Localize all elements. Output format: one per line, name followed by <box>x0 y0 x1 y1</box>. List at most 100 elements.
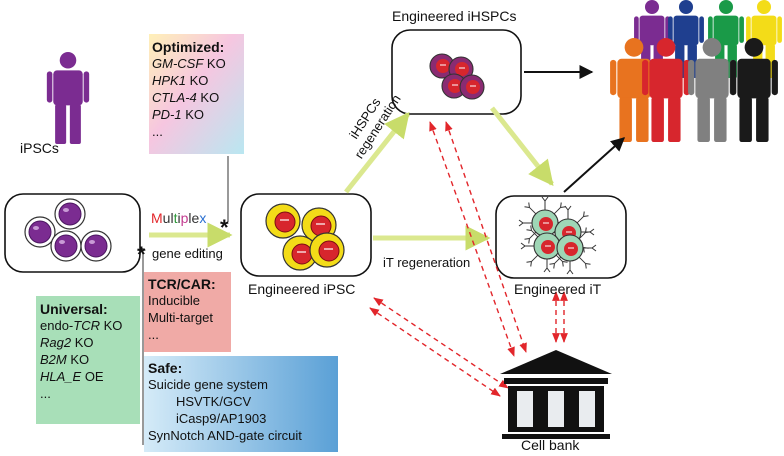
person-left-leg <box>651 97 664 142</box>
optimized-asterisk: * <box>220 215 229 240</box>
multiplex-letter: t <box>173 210 178 226</box>
multiplex-letter: p <box>180 210 189 226</box>
person-torso <box>695 58 729 99</box>
ipsc-highlight <box>59 240 65 244</box>
patient-population-icon <box>610 0 782 142</box>
modification: KO <box>203 56 226 72</box>
universal-item: ... <box>40 386 122 403</box>
receptor-arm <box>591 247 597 252</box>
receptor-arm <box>591 244 597 249</box>
person-left-arm <box>668 16 673 43</box>
person-left-leg <box>619 97 632 142</box>
person-head <box>702 38 722 57</box>
gene-name: TCR <box>73 318 100 334</box>
receptor-arm <box>567 205 572 211</box>
receptor-arm <box>528 202 530 208</box>
ipsc-highlight <box>63 208 69 212</box>
person-torso <box>649 58 683 99</box>
gene-name: Rag2 <box>40 335 72 351</box>
engineered-ipsc-label: Engineered iPSC <box>248 281 356 297</box>
modification: KO <box>196 89 220 105</box>
person-torso <box>53 70 83 106</box>
receptor-arm <box>585 231 591 233</box>
receptor-arm <box>560 206 566 208</box>
receptor-stalk <box>576 216 584 224</box>
optimized-item: CTLA-4 KO <box>152 90 226 107</box>
it-nucleus <box>541 240 555 254</box>
it-regeneration-label: iT regeneration <box>383 255 471 270</box>
gene-editing-label: gene editing <box>152 246 223 261</box>
gene-name: PD-1 <box>152 106 182 122</box>
ipsc-bank-arrow-a <box>373 297 509 389</box>
ipsc-nucleus <box>54 234 78 258</box>
modification: KO <box>66 351 90 367</box>
optimized-item: GM-CSF KO <box>152 56 226 73</box>
ihspc-nucleus <box>448 79 462 93</box>
universal-box <box>36 296 140 424</box>
receptor-arm <box>589 228 595 233</box>
receptor-arm <box>569 269 574 275</box>
receptor-arm <box>585 263 591 265</box>
tcr-car-title: TCR/CAR: <box>148 276 216 292</box>
receptor-arm <box>541 196 546 202</box>
engineered-ipsc-nucleus <box>318 240 340 262</box>
receptor-arm <box>560 202 562 208</box>
receptor-arm <box>566 269 571 275</box>
receptor-stalk <box>529 207 537 215</box>
ipsc-nucleus <box>58 202 82 226</box>
receptor-arm <box>549 263 555 265</box>
person-right-arm <box>739 16 744 43</box>
multiplex-label: Multiplex <box>151 210 206 226</box>
person-head <box>756 0 772 15</box>
person-left-arm <box>642 59 649 96</box>
multiplex-letter: e <box>191 210 200 226</box>
gene-name: HPK1 <box>152 73 186 89</box>
receptor-stalk <box>531 230 539 238</box>
safe-item: HSVTK/GCV <box>176 394 252 410</box>
ipsc-nucleus <box>28 220 52 244</box>
person-right-leg <box>636 97 649 142</box>
person-right-leg <box>69 104 81 144</box>
receptor-arm <box>546 267 551 273</box>
person <box>730 38 778 142</box>
modification: KO <box>185 73 209 89</box>
person-left-arm <box>708 16 713 43</box>
ihspc-nucleus <box>436 59 450 73</box>
receptor-arm <box>585 227 587 233</box>
receptor-arm <box>583 211 585 217</box>
modification: KO <box>71 335 94 351</box>
it-to-population-arrow <box>563 137 626 193</box>
gene-name: GM-CSF <box>152 56 204 72</box>
receptor-arm <box>583 215 589 217</box>
cell-bank-icon <box>500 350 612 439</box>
engineered-ipsc-nucleus <box>291 243 313 265</box>
person-right-arm <box>83 71 90 103</box>
receptor-stalk <box>554 256 562 264</box>
ipsc-nucleus <box>84 234 108 258</box>
receptor-stalk <box>553 207 561 215</box>
person-right-leg <box>714 97 727 142</box>
person <box>642 38 690 142</box>
donor-person <box>46 52 90 144</box>
ipsc-highlight <box>89 240 95 244</box>
person-left-leg <box>55 104 67 144</box>
optimized-box <box>149 34 244 154</box>
receptor-arm <box>589 231 595 236</box>
receptor-arm <box>562 261 564 267</box>
ipsc-bank-arrow-b <box>369 307 501 397</box>
ihspc-bank-arrow-b <box>445 121 527 353</box>
person-torso <box>713 15 739 46</box>
modification: ... <box>152 123 163 139</box>
safe-box <box>144 356 338 452</box>
receptor-arm <box>530 261 532 267</box>
receptor-arm <box>524 238 530 240</box>
safe-title: Safe: <box>148 360 183 376</box>
ihspc-cells-icon <box>429 53 485 100</box>
person-left-arm <box>634 16 639 43</box>
person-left-leg <box>739 97 752 142</box>
person-right-arm <box>699 16 704 43</box>
receptor-arm <box>526 229 532 231</box>
